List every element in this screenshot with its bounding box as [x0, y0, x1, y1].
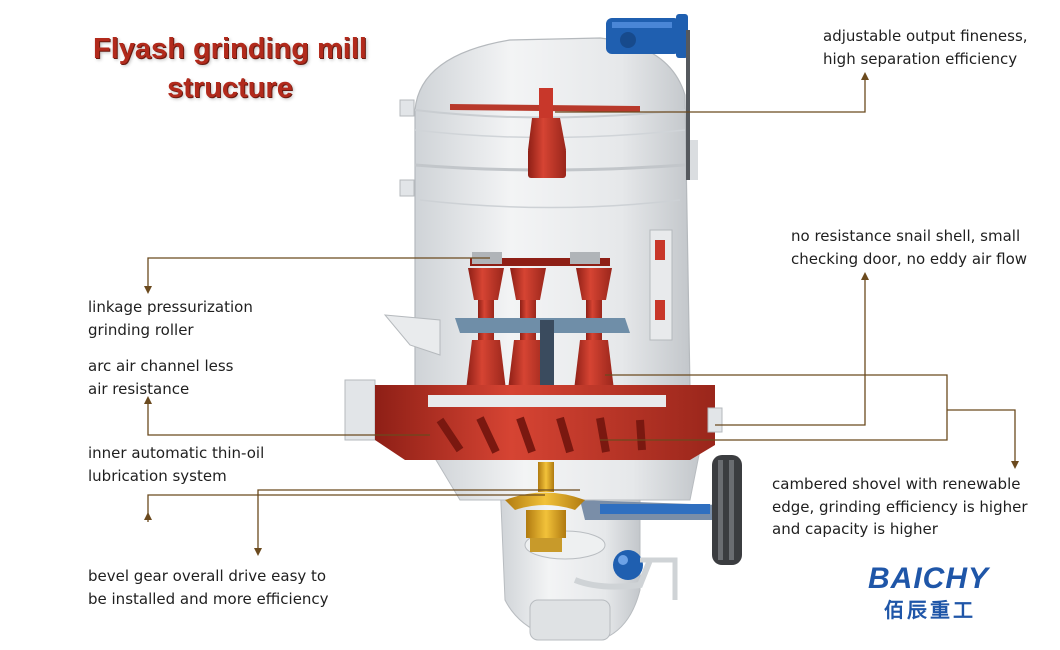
analyzer-blade	[450, 88, 640, 178]
arrow-lubrication	[144, 512, 152, 520]
brand-logo-chinese: 佰辰重工	[884, 598, 976, 622]
label-air-channel: arc air channel less air resistance	[88, 357, 234, 398]
brand-logo: BAICHY	[868, 562, 990, 595]
leader-snail-shell	[715, 278, 866, 426]
arrow-air-channel	[144, 396, 152, 404]
leader-shovel	[600, 374, 1016, 463]
label-roller: linkage pressurization grinding roller	[88, 298, 253, 339]
arrow-snail-shell	[861, 272, 869, 280]
label-shovel: cambered shovel with renewable edge, gri…	[772, 475, 1028, 538]
arrow-fineness	[861, 72, 869, 80]
leader-lubrication	[147, 494, 545, 522]
arrow-roller	[144, 286, 152, 294]
label-fineness: adjustable output fineness, high separat…	[823, 27, 1028, 68]
leader-fineness	[555, 78, 866, 113]
grinding-body	[344, 379, 723, 460]
arrow-bevel-gear	[254, 548, 262, 556]
bevel-gear	[505, 462, 585, 552]
label-snail-shell: no resistance snail shell, small checkin…	[791, 227, 1028, 268]
arrow-shovel	[1011, 461, 1019, 469]
motor	[606, 14, 690, 180]
title-line-2: structure	[167, 72, 293, 104]
leader-air-channel	[147, 402, 430, 436]
label-lubrication: inner automatic thin-oil lubrication sys…	[88, 444, 265, 485]
leader-bevel-gear	[257, 489, 580, 550]
title-line-1: Flyash grinding mill	[93, 33, 367, 65]
drive-pulley	[580, 455, 742, 600]
grinding-rollers	[455, 252, 630, 440]
label-bevel-gear: bevel gear overall drive easy to be inst…	[88, 567, 329, 608]
diagram-title: Flyash grinding mill structure	[40, 30, 420, 108]
leader-roller	[147, 257, 490, 288]
